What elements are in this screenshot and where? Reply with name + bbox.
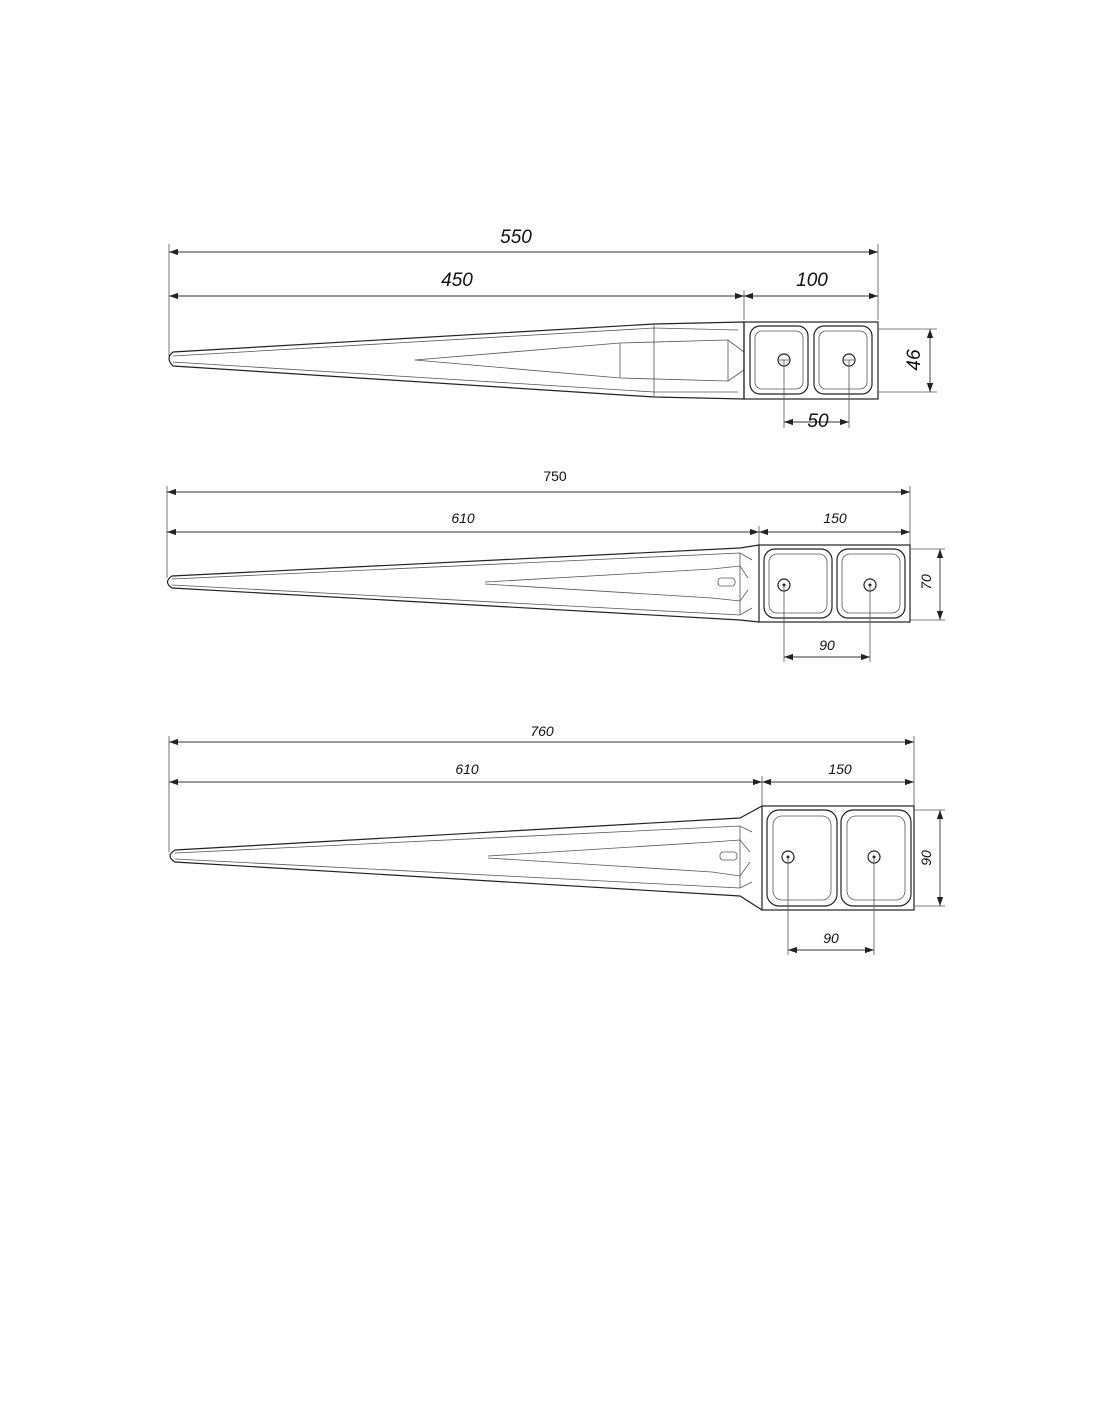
- spike-length-label: 450: [441, 270, 473, 291]
- drawing-post-spike-760: 760 610 150 90 90: [168, 723, 945, 955]
- head-length-label: 100: [796, 270, 828, 291]
- overall-length-label: 550: [500, 227, 532, 248]
- hole-spacing-label: 90: [823, 930, 839, 946]
- overall-length-label: 760: [530, 723, 554, 739]
- hole-spacing-label: 90: [819, 637, 835, 653]
- overall-length-label: 750: [543, 468, 567, 484]
- spike-length-label: 610: [455, 761, 479, 777]
- drawing-post-spike-750: 750 610 150 90 70: [166, 468, 945, 662]
- head-width-label: 90: [918, 850, 934, 866]
- drawing-post-spike-550: 550 450 100 50 46: [168, 227, 937, 432]
- head-plate: [761, 805, 915, 911]
- head-plate: [743, 321, 879, 400]
- head-width-label: 46: [904, 349, 925, 371]
- head-width-label: 70: [918, 574, 934, 590]
- head-length-label: 150: [823, 510, 847, 526]
- spike-length-label: 610: [451, 510, 475, 526]
- head-plate: [758, 544, 911, 623]
- head-length-label: 150: [828, 761, 852, 777]
- hole-spacing-label: 50: [807, 411, 829, 432]
